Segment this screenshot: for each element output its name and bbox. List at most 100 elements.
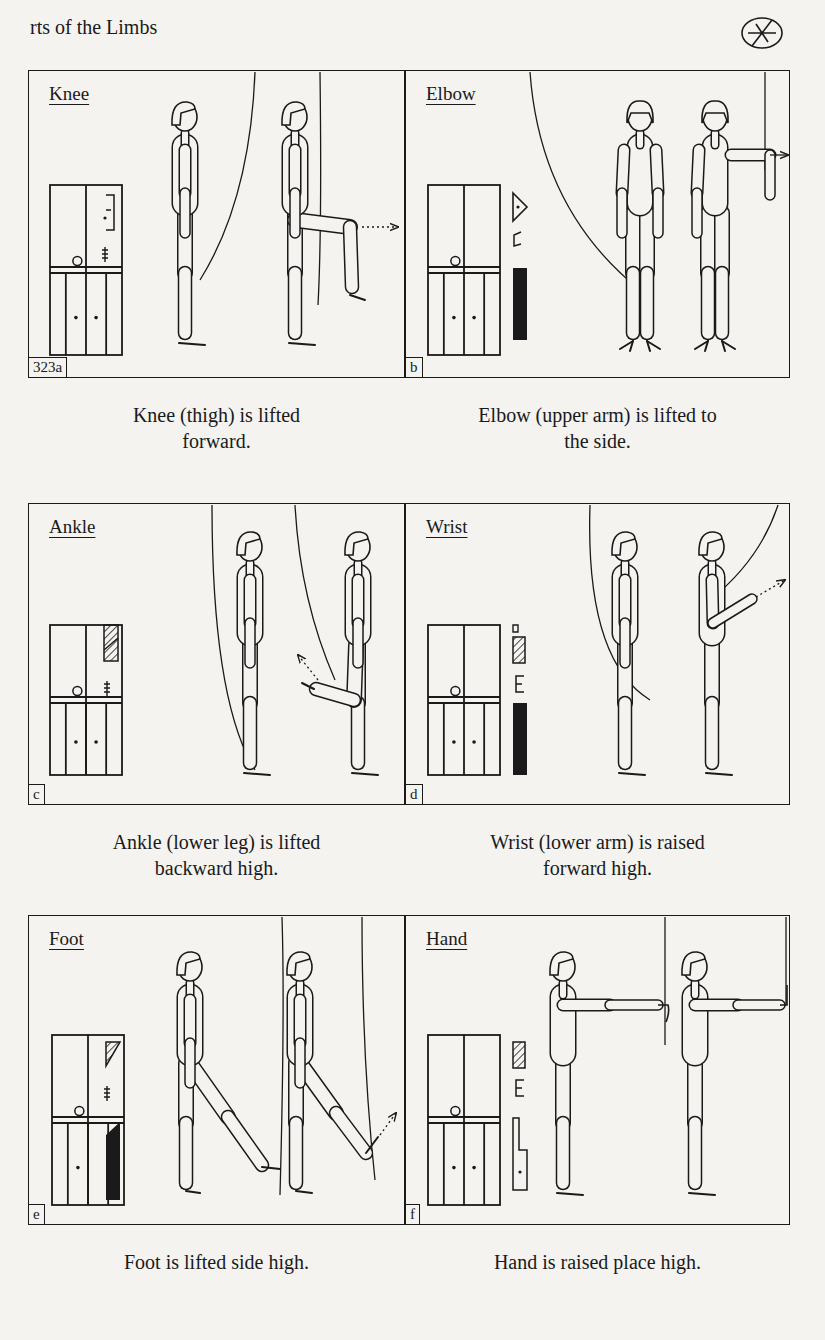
- limb: [180, 1123, 192, 1183]
- limb: [641, 213, 654, 273]
- limb-outline: [291, 133, 300, 145]
- staff-circle: [75, 1107, 84, 1116]
- limb-outline: [616, 193, 628, 233]
- limb: [622, 150, 624, 193]
- limb-outline: [186, 983, 195, 995]
- limb: [181, 193, 190, 233]
- direction-sign: [513, 1118, 527, 1190]
- panel-heading: Ankle: [49, 516, 95, 538]
- limb-outline: [652, 193, 664, 233]
- limb-outline: [715, 273, 730, 333]
- limb: [560, 983, 566, 995]
- limb: [731, 150, 770, 160]
- limb: [290, 1123, 302, 1183]
- figures: [50, 72, 788, 1205]
- limb-outline: [713, 599, 752, 623]
- limb-outline: [731, 149, 770, 162]
- foot: [262, 1167, 280, 1169]
- foot: [705, 341, 708, 351]
- limb-outline: [621, 563, 630, 575]
- limb: [712, 133, 718, 145]
- hair: [237, 532, 260, 555]
- limb-outline: [316, 689, 354, 700]
- limb-outline: [656, 150, 658, 193]
- limb-outline: [244, 623, 256, 663]
- limb-sign: [104, 1086, 110, 1101]
- direction-arrow: [298, 655, 318, 680]
- dot: [516, 205, 519, 208]
- foot: [186, 1191, 200, 1193]
- page-title: rts of the Limbs: [30, 16, 157, 39]
- limb-outline: [626, 273, 641, 333]
- limb: [180, 150, 190, 193]
- limb-outline: [294, 1000, 307, 1043]
- limb: [352, 703, 364, 763]
- limb: [621, 623, 630, 663]
- limb: [627, 273, 639, 333]
- hair: [345, 532, 368, 555]
- hair: [282, 102, 305, 125]
- foot: [352, 773, 378, 775]
- limb-outline: [697, 150, 699, 193]
- foot: [179, 343, 205, 345]
- limb-outline: [184, 1000, 197, 1043]
- foot: [706, 773, 732, 775]
- limb-outline: [289, 1123, 304, 1183]
- direction-sign: [106, 1122, 120, 1200]
- limb: [292, 133, 298, 145]
- limb-outline: [244, 580, 257, 623]
- dot: [518, 1170, 521, 1173]
- limb: [563, 1000, 610, 1010]
- limb: [654, 193, 663, 233]
- staff-circle: [73, 257, 82, 266]
- limb-outline: [179, 1123, 194, 1183]
- limb: [703, 147, 727, 203]
- limb-outline: [181, 133, 190, 145]
- limb-outline: [295, 220, 350, 227]
- figure-number: 323a: [29, 357, 67, 377]
- limb: [179, 273, 191, 333]
- limb: [641, 273, 653, 333]
- figure-panel: Handf: [405, 915, 790, 1225]
- limb: [637, 133, 643, 145]
- limb: [695, 1000, 738, 1010]
- dot: [74, 740, 78, 744]
- limb-outline: [708, 563, 717, 575]
- limb: [706, 643, 719, 703]
- limb-outline: [619, 623, 631, 663]
- limb: [297, 983, 303, 995]
- foot: [296, 1191, 312, 1193]
- panel-heading: Knee: [49, 83, 89, 105]
- foot: [557, 1193, 583, 1195]
- staff: [87, 1035, 89, 1205]
- limb-outline: [702, 147, 729, 203]
- string-curve: [318, 72, 321, 305]
- limb: [610, 1001, 658, 1010]
- staff: [67, 1123, 69, 1205]
- foot: [689, 1193, 715, 1195]
- hair: [627, 101, 653, 123]
- limb: [697, 150, 699, 193]
- dot: [452, 316, 456, 320]
- limb-outline: [636, 133, 645, 145]
- limb: [228, 1117, 262, 1165]
- direction-sign: [104, 625, 118, 661]
- string-curve: [295, 505, 335, 680]
- limb: [557, 1123, 569, 1183]
- limb-outline: [691, 193, 703, 233]
- limb-sign: [514, 232, 521, 246]
- staff: [105, 273, 107, 355]
- staff-circle: [451, 687, 460, 696]
- limb: [296, 1043, 305, 1083]
- limb-outline: [555, 1063, 571, 1123]
- dot: [103, 216, 106, 219]
- hair: [699, 532, 722, 555]
- figure-panel: Foote: [28, 915, 405, 1225]
- limb-outline: [179, 193, 191, 233]
- limb: [706, 703, 718, 763]
- staff: [428, 1035, 500, 1205]
- figure-caption: Foot is lifted side high.: [97, 1249, 337, 1275]
- hair: [682, 952, 705, 975]
- limb: [290, 150, 300, 193]
